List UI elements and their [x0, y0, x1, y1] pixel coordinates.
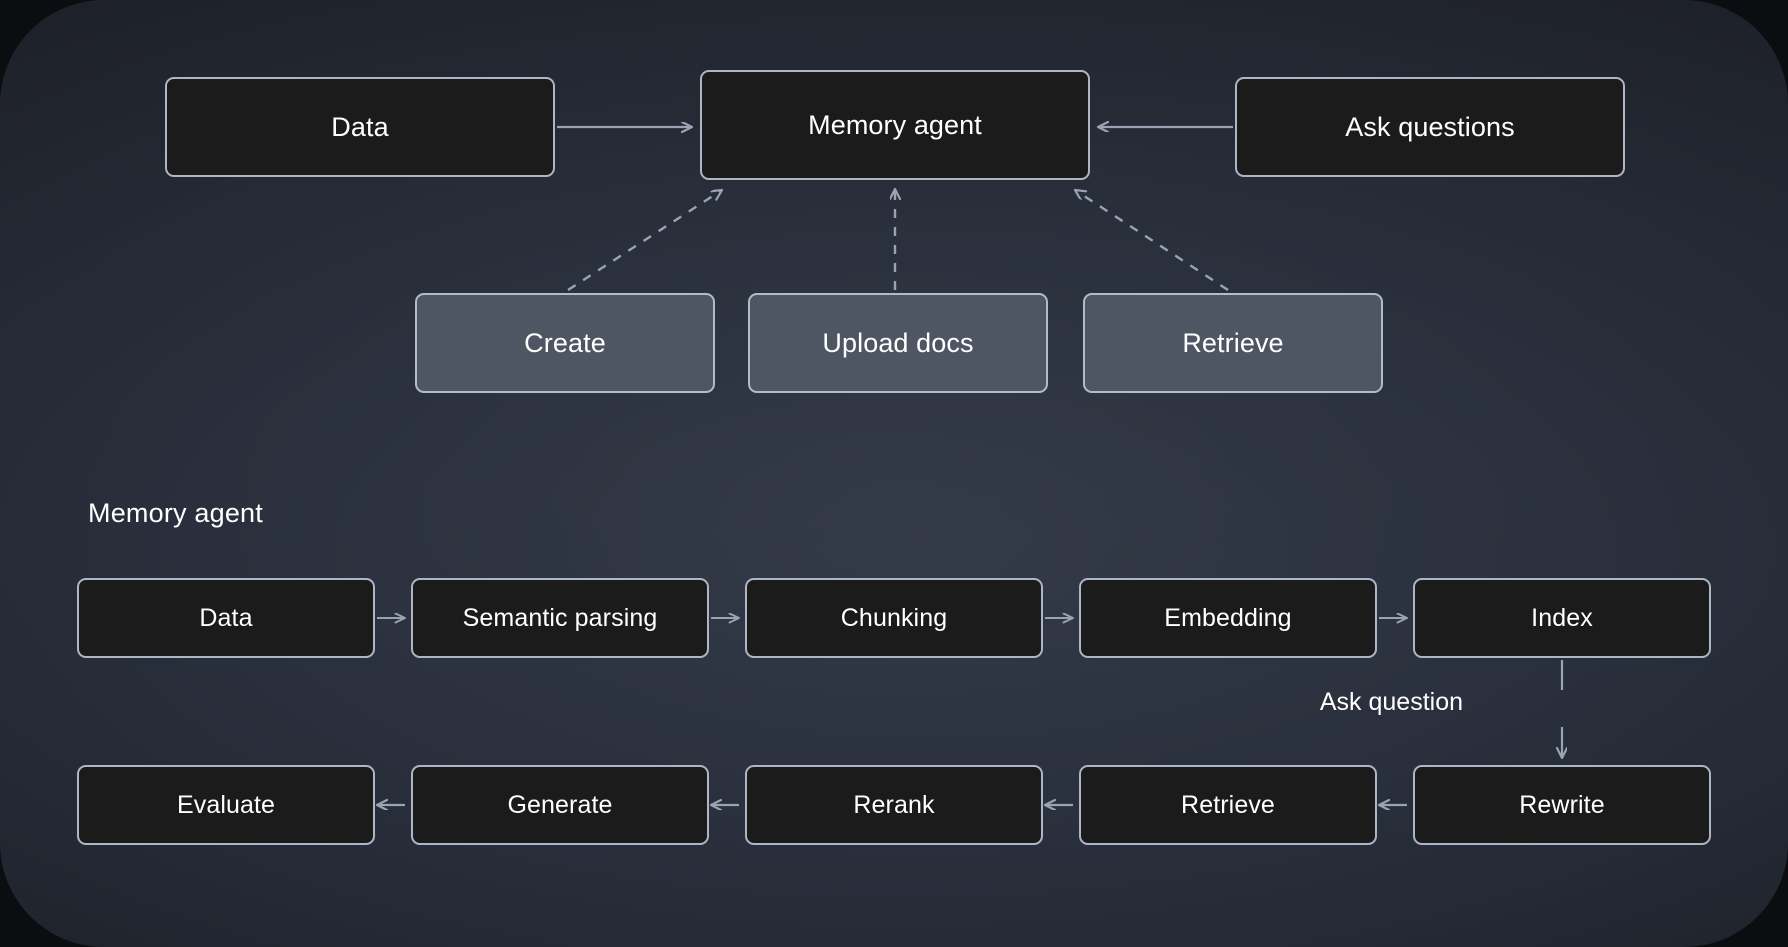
pipeline-node-chunking[interactable]: Chunking — [745, 578, 1043, 658]
edge-label-ask-question: Ask question — [1319, 688, 1463, 716]
node-ask-questions[interactable]: Ask questions — [1235, 77, 1625, 177]
pipeline-section-title: Memory agent — [88, 498, 263, 528]
node-data[interactable]: Data — [165, 77, 555, 177]
node-create[interactable]: Create — [415, 293, 715, 393]
pipeline-node-retrieve[interactable]: Retrieve — [1079, 765, 1377, 845]
node-memory-agent[interactable]: Memory agent — [700, 70, 1090, 180]
node-upload-docs[interactable]: Upload docs — [748, 293, 1048, 393]
pipeline-node-semantic-parsing[interactable]: Semantic parsing — [411, 578, 709, 658]
node-retrieve-operation[interactable]: Retrieve — [1083, 293, 1383, 393]
pipeline-node-rewrite[interactable]: Rewrite — [1413, 765, 1711, 845]
connector-create-to-memory-agent — [567, 190, 722, 292]
pipeline-node-embedding[interactable]: Embedding — [1079, 578, 1377, 658]
pipeline-node-generate[interactable]: Generate — [411, 765, 709, 845]
pipeline-node-data[interactable]: Data — [77, 578, 375, 658]
pipeline-node-evaluate[interactable]: Evaluate — [77, 765, 375, 845]
pipeline-node-index[interactable]: Index — [1413, 578, 1711, 658]
connector-retrieve-to-memory-agent — [1075, 190, 1229, 292]
pipeline-node-rerank[interactable]: Rerank — [745, 765, 1043, 845]
